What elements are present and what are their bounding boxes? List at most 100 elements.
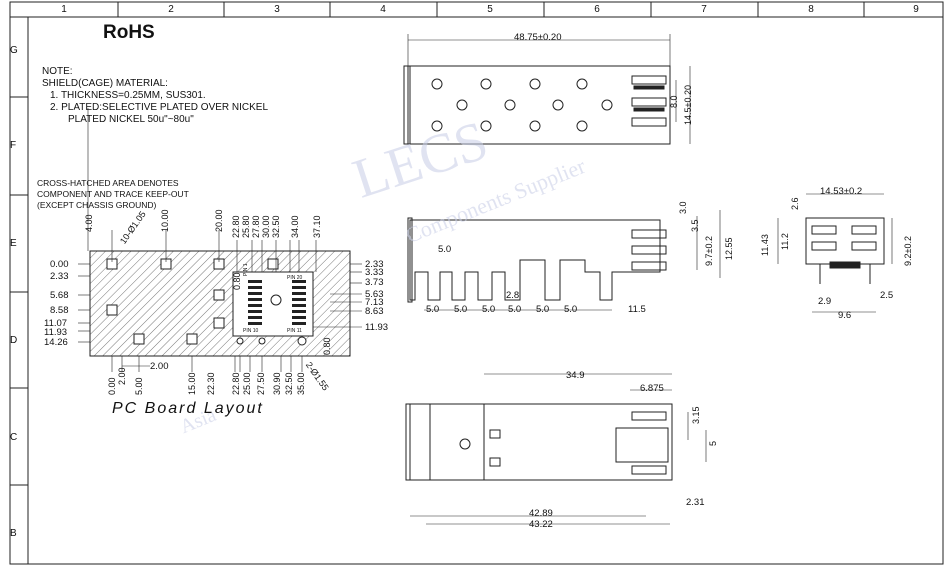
- keepout-line: CROSS-HATCHED AREA DENOTES: [37, 178, 179, 188]
- pcb-bottom-dim: 2.00: [117, 367, 127, 385]
- end-view-right-dim: 9.2±0.2: [903, 236, 913, 266]
- pcb-top-dim: 27.80: [251, 215, 261, 238]
- pcb-top-dim: 22.80: [231, 215, 241, 238]
- pad-rows: [248, 280, 306, 325]
- side-view-bottom-dim: 11.5: [628, 304, 646, 315]
- pcb-left-dim: 11.93: [44, 327, 68, 338]
- column-label: 8: [808, 4, 814, 15]
- column-label: 2: [168, 4, 174, 15]
- pcb-dim-lines: [78, 108, 362, 372]
- mount-holes: [106, 258, 307, 346]
- column-label: 3: [274, 4, 280, 15]
- bottom-view-drawing: [405, 373, 707, 525]
- side-view-bottom-dim: 5.0: [536, 304, 550, 315]
- note-line: 1. THICKNESS=0.25MM, SUS301.: [50, 90, 206, 101]
- note-line: PLATED NICKEL 50u"~80u": [68, 114, 194, 125]
- pcb-bottom-dim: 0.00: [107, 377, 117, 395]
- sheet-frame: [9, 1, 944, 565]
- pcb-bottom-inner-dim: 0.80: [322, 337, 332, 355]
- pcb-bottom-dim: 15.00: [187, 372, 197, 395]
- pcb-right-dim: 8.63: [365, 306, 384, 317]
- bottom-view-bottom-dim: 2.31: [686, 497, 705, 508]
- pcb-left-dim: 14.26: [44, 337, 68, 348]
- column-label: 9: [913, 4, 919, 15]
- row-label: D: [10, 335, 18, 346]
- keepout-note: CROSS-HATCHED AREA DENOTES COMPONENT AND…: [37, 178, 189, 211]
- side-view-bottom-dim: 5.0: [564, 304, 578, 315]
- pcb-bottom-dim: 25.00: [242, 372, 252, 395]
- pcb-top-dim: 10.00: [160, 209, 170, 232]
- pcb-layout-drawing: [78, 108, 362, 372]
- side-view-drawing: [407, 210, 721, 311]
- note-line: 2. PLATED:SELECTIVE PLATED OVER NICKEL: [50, 102, 269, 113]
- end-view-top-small-dim: 2.6: [790, 197, 800, 210]
- page-title: RoHS: [103, 22, 155, 43]
- pcb-top-dim: 30.00: [261, 215, 271, 238]
- column-dividers: [117, 2, 865, 17]
- pcb-top-dim: 37.10: [312, 215, 322, 238]
- side-view-dim: 3.5: [690, 219, 700, 232]
- pcb-top-dim: 32.50: [271, 215, 281, 238]
- column-label: 1: [61, 4, 67, 15]
- pcb-left-dim: 11.07: [44, 318, 68, 329]
- bottom-view-bottom-dim: 42.89: [529, 508, 553, 519]
- side-view-dim: 3.0: [678, 201, 688, 214]
- column-label: 5: [487, 4, 493, 15]
- row-dividers: [10, 96, 28, 486]
- column-label: 7: [701, 4, 707, 15]
- top-view-height-dim: 14.5±0.20: [683, 85, 693, 125]
- pcb-bottom-dim: 22.30: [206, 372, 216, 395]
- end-view-width-dim: 14.53±0.2: [820, 186, 863, 197]
- bottom-view-right-dim: 3.15: [691, 406, 701, 424]
- pcb-layout-title: PC Board Layout: [112, 400, 264, 417]
- row-label: F: [10, 140, 17, 151]
- top-view-width-dim: 48.75±0.20: [514, 32, 562, 43]
- pcb-bottom-dim: 30.90: [272, 372, 282, 395]
- row-label: B: [10, 528, 17, 539]
- row-label: G: [10, 45, 18, 56]
- pcb-left-dim: 8.58: [50, 305, 69, 316]
- bottom-view-bottom-dim: 43.22: [529, 519, 553, 530]
- end-view-bottom-dim: 2.5: [880, 290, 894, 301]
- pcb-bottom-small-dim: 2.00: [150, 361, 169, 372]
- pcb-top-dim: 25.80: [241, 215, 251, 238]
- pcb-left-dim: 0.00: [50, 259, 69, 270]
- top-view-drawing: [403, 34, 691, 145]
- pcb-right-dim: 5.63: [365, 289, 384, 300]
- pin-label: PIN 20: [287, 275, 303, 281]
- pin-label: PIN 10: [243, 328, 259, 334]
- row-label: E: [10, 238, 17, 249]
- pcb-bottom-dim: 5.00: [134, 377, 144, 395]
- side-view-dim: 9.7±0.2: [704, 236, 714, 266]
- pcb-left-dim: 2.33: [50, 271, 69, 282]
- note-heading: NOTE:: [42, 66, 73, 77]
- top-view-inner-dim: 8.0: [669, 95, 679, 108]
- material-note: NOTE: SHIELD(CAGE) MATERIAL: 1. THICKNES…: [42, 66, 268, 126]
- side-view-left-dim: 5.0: [438, 244, 452, 255]
- column-label: 4: [380, 4, 386, 15]
- pin-label: PIN 1: [243, 263, 249, 276]
- end-view-left-dim: 11.43: [760, 234, 770, 256]
- pcb-top-dim: 20.00: [214, 209, 224, 232]
- pcb-right-dim: 3.33: [365, 267, 384, 278]
- side-view-bottom-dim: 5.0: [454, 304, 468, 315]
- pcb-right-dim: 3.73: [365, 277, 384, 288]
- pcb-top-dim: 34.00: [290, 215, 300, 238]
- side-view-small-dim: 2.8: [506, 290, 520, 301]
- end-view-bottom-dim: 9.6: [838, 310, 852, 321]
- side-view-dim: 12.55: [724, 237, 734, 260]
- note-line: SHIELD(CAGE) MATERIAL:: [42, 78, 168, 89]
- pcb-bottom-dim: 32.50: [284, 372, 294, 395]
- keepout-line: (EXCEPT CHASSIS GROUND): [37, 200, 157, 210]
- pcb-right-dim: 2.33: [365, 259, 384, 270]
- row-label: C: [10, 432, 18, 443]
- bottom-view-top-dim: 34.9: [566, 370, 585, 381]
- end-view-left-dim: 11.2: [780, 233, 790, 250]
- end-view-bottom-dim: 2.9: [818, 296, 832, 307]
- end-view-drawing: [777, 193, 893, 313]
- side-view-bottom-dim: 5.0: [508, 304, 522, 315]
- pcb-top-dim: 4.00: [84, 214, 94, 232]
- pcb-right-dim: 11.93: [365, 322, 389, 333]
